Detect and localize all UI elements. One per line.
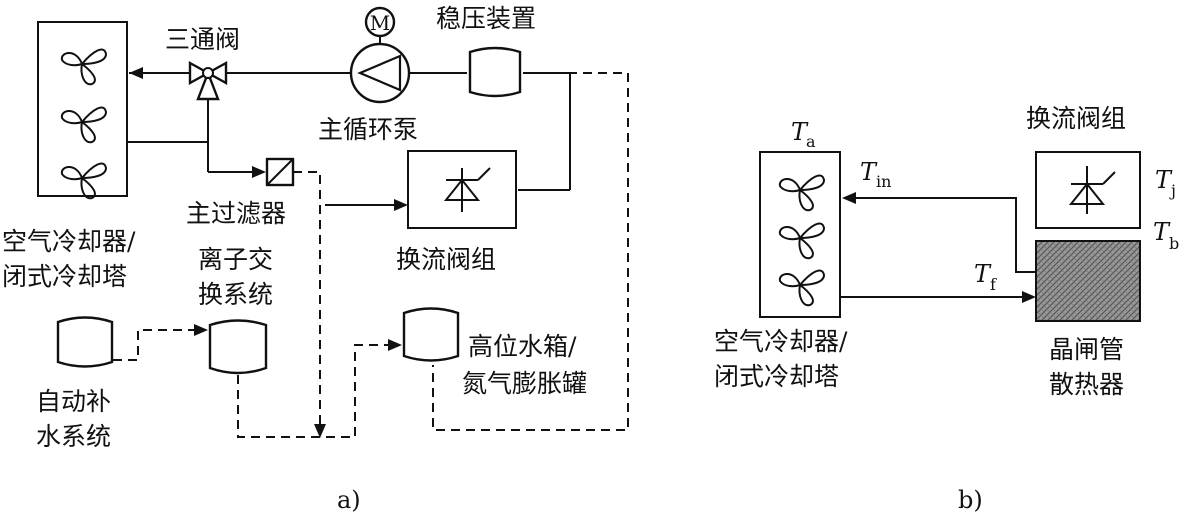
- air-cooler-b: [759, 151, 841, 318]
- main-pump-label: 主循环泵: [318, 115, 418, 144]
- auto-makeup-tank-icon: [56, 316, 114, 368]
- fan-icon: [60, 48, 107, 86]
- high-tank-label-1: 高位水箱/: [468, 332, 577, 361]
- valve-group-b: [1035, 151, 1141, 229]
- cooler-label-2: 闭式冷却塔: [2, 262, 127, 291]
- valve-group-a: [407, 150, 517, 229]
- high-tank-icon: [402, 307, 460, 362]
- t-a-subscript: a: [806, 132, 816, 151]
- t-a-symbol: T: [791, 118, 809, 146]
- cooler-label-1: 空气冷却器/: [2, 227, 136, 256]
- air-cooler-a: [37, 21, 128, 200]
- three-way-valve-label: 三通阀: [165, 25, 240, 54]
- t-j-symbol: T: [1155, 166, 1173, 194]
- stabilizer-label: 稳压装置: [436, 4, 536, 33]
- fan-icon: [60, 106, 107, 144]
- valve-group-label: 换流阀组: [396, 245, 496, 274]
- t-in-symbol: T: [860, 158, 878, 186]
- heatsink-label-2: 散热器: [1049, 370, 1124, 399]
- main-pump-icon: M: [349, 6, 411, 104]
- diagram-a: M: [2, 4, 629, 514]
- fan-icon: [60, 162, 107, 200]
- fan-icon: [778, 222, 825, 260]
- fan-icon: [778, 269, 825, 307]
- auto-makeup-label-2: 水系统: [36, 422, 111, 451]
- caption-a: a): [337, 486, 361, 514]
- thyristor-heatsink-icon: [1035, 240, 1141, 322]
- t-in-subscript: in: [876, 172, 891, 191]
- cooler-b-label-1: 空气冷却器/: [714, 327, 848, 356]
- motor-icon: [364, 6, 396, 38]
- motor-symbol: M: [370, 11, 390, 35]
- main-filter-label: 主过滤器: [186, 199, 286, 228]
- stabilizer-icon: [468, 46, 522, 98]
- t-f-subscript: f: [990, 275, 997, 294]
- caption-b: b): [958, 486, 983, 514]
- t-f-symbol: T: [974, 260, 992, 288]
- three-way-valve-icon: [188, 60, 228, 101]
- t-b-subscript: b: [1169, 234, 1179, 253]
- diagram-b: T a T in T j T b T f 换流阀组 空气冷却器/ 闭式冷却塔 晶…: [714, 104, 1179, 514]
- fan-icon: [778, 174, 825, 212]
- ion-exchange-tank-icon: [208, 319, 268, 375]
- ion-exchange-label-1: 离子交: [198, 245, 273, 274]
- valve-group-b-label: 换流阀组: [1026, 104, 1126, 133]
- t-b-symbol: T: [1153, 218, 1171, 246]
- cooler-b-label-2: 闭式冷却塔: [714, 362, 839, 391]
- t-j-subscript: j: [1169, 181, 1176, 200]
- high-tank-label-2: 氮气膨胀罐: [462, 369, 587, 398]
- auto-makeup-label-1: 自动补: [36, 387, 111, 416]
- ion-exchange-label-2: 换系统: [198, 280, 273, 309]
- heatsink-label-1: 晶闸管: [1049, 335, 1124, 364]
- main-filter-icon: [265, 157, 295, 187]
